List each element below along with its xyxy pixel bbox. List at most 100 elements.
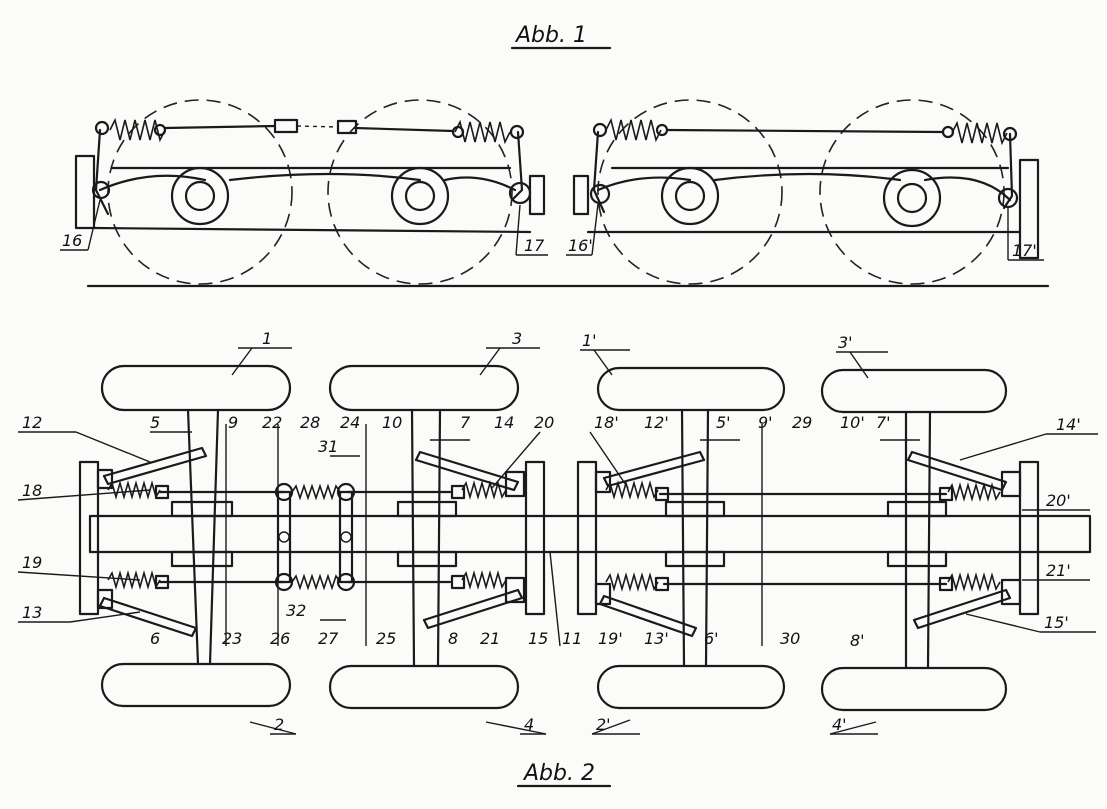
label: 14 [494, 413, 514, 432]
pivot [592, 122, 608, 138]
wheel [100, 364, 292, 412]
label: 4 [524, 715, 534, 734]
end-plate [524, 460, 546, 616]
label: 20' [1046, 491, 1071, 510]
coupling-pivot [336, 482, 356, 502]
lever-arm [1002, 132, 1014, 210]
figure-2-title: Abb. 2 [522, 761, 595, 786]
bogie-end-plate [572, 174, 590, 216]
pivot [508, 181, 532, 205]
bracket [96, 468, 114, 490]
bearing [170, 500, 234, 518]
label: 2 [274, 715, 284, 734]
coupling-sleeve [273, 118, 299, 134]
label: 20 [534, 413, 554, 432]
label: 3 [512, 329, 522, 348]
label: 19' [598, 629, 623, 648]
bearing [396, 500, 458, 518]
label: 28 [300, 413, 320, 432]
spring-seat [450, 574, 466, 590]
lever-arm [510, 130, 524, 202]
wheel-hub [390, 166, 450, 226]
tie-rod [163, 124, 277, 130]
label: 1' [582, 331, 597, 350]
bracket [594, 582, 612, 606]
wheel-outline [597, 99, 783, 285]
label: 21' [1046, 561, 1071, 580]
wheel-hub [184, 180, 216, 212]
steering-lever [906, 450, 1008, 492]
spring-seat [154, 574, 170, 590]
label: 6' [704, 629, 719, 648]
label: 9 [228, 413, 238, 432]
leader-line [515, 204, 521, 256]
pivot [94, 120, 110, 136]
wheel [820, 666, 1008, 712]
bracket [504, 576, 526, 604]
coil-spring [107, 480, 161, 500]
coil-spring [605, 117, 662, 143]
label: 15' [1044, 613, 1069, 632]
steering-lever [102, 446, 208, 486]
figure-1: Abb. 1 [60, 23, 1050, 288]
label-16: 16 [62, 231, 82, 250]
lever-arm [592, 130, 606, 214]
label: 31 [318, 437, 338, 456]
bogie-end-plate [74, 154, 96, 230]
steering-lever [414, 450, 520, 492]
bracket [504, 470, 526, 498]
label: 26 [270, 629, 290, 648]
label: 32 [286, 601, 306, 620]
label: 12' [644, 413, 669, 432]
bogie-end-plate [528, 174, 546, 216]
label-17: 17 [524, 236, 545, 255]
coil-spring [461, 570, 507, 590]
wheel-hub [660, 166, 720, 226]
pivot [153, 123, 167, 137]
leaf-spring [596, 172, 1012, 202]
pivot [91, 180, 111, 200]
label: 10' [840, 413, 865, 432]
label: 15 [528, 629, 548, 648]
axle [904, 410, 932, 670]
pivot [655, 123, 669, 137]
label: 2' [596, 715, 611, 734]
label: 21 [480, 629, 500, 648]
label: 18' [594, 413, 619, 432]
label: 19 [22, 553, 42, 572]
coil-spring [605, 572, 659, 592]
coil-spring [947, 572, 1001, 592]
spring-seat [938, 576, 954, 592]
bogie-frame-line [92, 226, 532, 234]
figure-2: 1 3 1' 3' 5 7 5' 7' 9 10 9' 10' 12 14 12… [17, 329, 1098, 788]
label: 4' [832, 715, 847, 734]
axle [410, 408, 442, 668]
steering-lever [912, 588, 1012, 630]
label: 7 [460, 413, 471, 432]
coupling-link [276, 490, 292, 584]
pivot [509, 124, 525, 140]
label: 25 [376, 629, 396, 648]
end-plate [78, 460, 100, 616]
coupling-pivot [278, 531, 290, 543]
coupling-sleeve [336, 119, 358, 135]
label-17-prime: 17' [1012, 241, 1037, 260]
label: 14' [1056, 415, 1081, 434]
label: 13 [22, 603, 42, 622]
spring-seat [450, 484, 466, 500]
label: 24 [340, 413, 360, 432]
label: 1 [262, 329, 272, 348]
wheel [100, 662, 292, 708]
wheel [328, 664, 520, 710]
coil-spring [605, 480, 659, 500]
wheel-outline [819, 99, 1005, 285]
coupling-pivot [340, 531, 352, 543]
pivot [941, 125, 955, 139]
wheel-hub [882, 168, 942, 228]
bearing [664, 550, 726, 568]
label: 29 [792, 413, 812, 432]
label-16-prime: 16' [568, 236, 593, 255]
coupling-spring [291, 483, 341, 501]
